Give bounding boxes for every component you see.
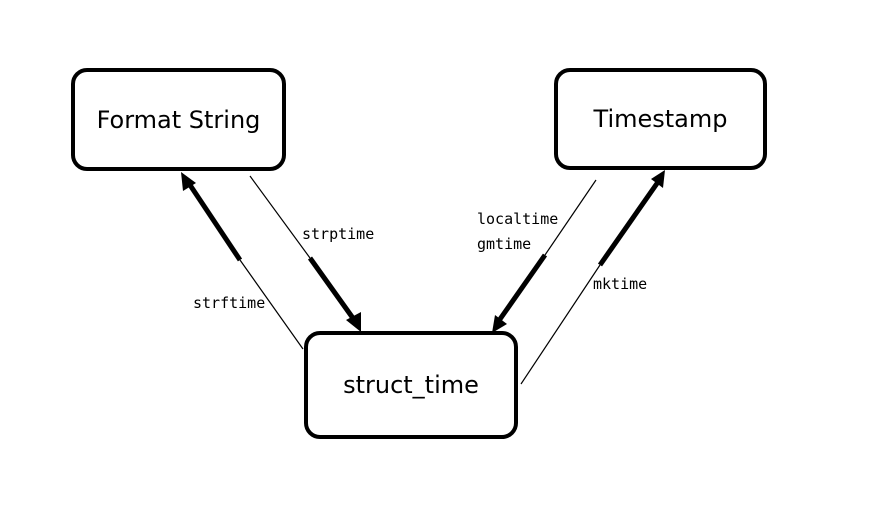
edge-label-gmtime: gmtime: [477, 235, 532, 253]
edge-label-strptime: strptime: [302, 225, 375, 243]
edge-mktime: [520, 170, 665, 385]
node-struct-time-label: struct_time: [343, 371, 479, 399]
edge-label-mktime: mktime: [593, 275, 648, 293]
strftime-arrowhead: [181, 172, 196, 191]
localtime-arrowhead: [492, 315, 507, 333]
edge-localtime-gmtime: [492, 179, 597, 333]
edge-label-localtime: localtime: [477, 210, 559, 228]
node-format-string: Format String: [71, 68, 286, 171]
edge-strftime: [181, 172, 304, 350]
node-struct-time: struct_time: [304, 331, 518, 439]
node-timestamp: Timestamp: [554, 68, 767, 170]
node-timestamp-label: Timestamp: [593, 105, 728, 133]
strptime-arrowhead: [346, 312, 361, 332]
node-format-string-label: Format String: [96, 105, 261, 134]
edge-label-strftime: strftime: [193, 294, 266, 312]
edge-strptime: [249, 175, 361, 332]
mktime-arrowhead: [651, 170, 665, 188]
